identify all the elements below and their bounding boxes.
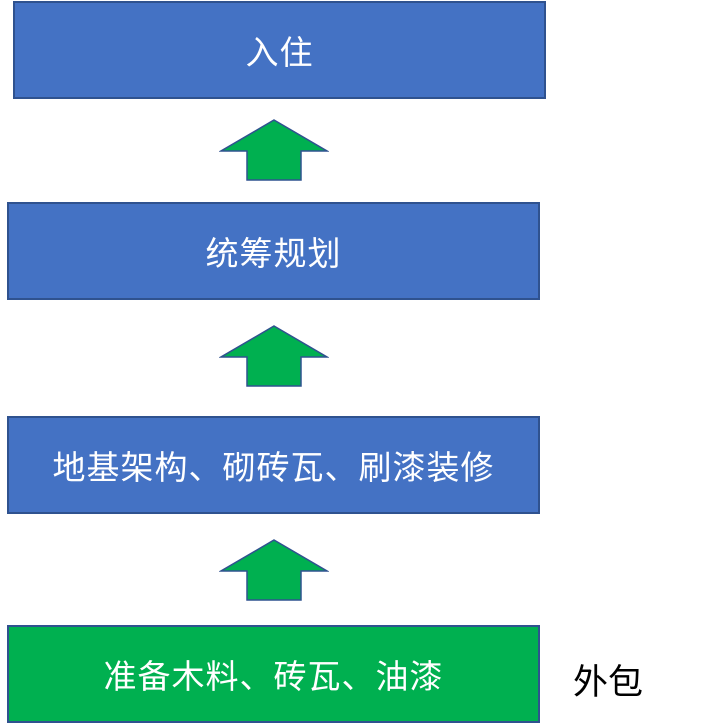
step-label-planning: 统筹规划 (205, 234, 342, 273)
step-label-move-in: 入住 (245, 33, 314, 72)
step-box-planning: 统筹规划 (7, 202, 540, 300)
step-box-move-in: 入住 (13, 1, 546, 99)
step-label-construction: 地基架构、砌砖瓦、刷漆装修 (52, 448, 495, 487)
side-note-outsourced: 外包 (573, 663, 644, 703)
step-box-construction: 地基架构、砌砖瓦、刷漆装修 (7, 416, 540, 514)
up-arrow-icon (219, 325, 329, 387)
step-label-materials: 准备木料、砖瓦、油漆 (103, 657, 444, 696)
step-box-materials: 准备木料、砖瓦、油漆 (7, 625, 540, 723)
up-arrow-icon (219, 119, 329, 181)
up-arrow-icon (219, 539, 329, 601)
